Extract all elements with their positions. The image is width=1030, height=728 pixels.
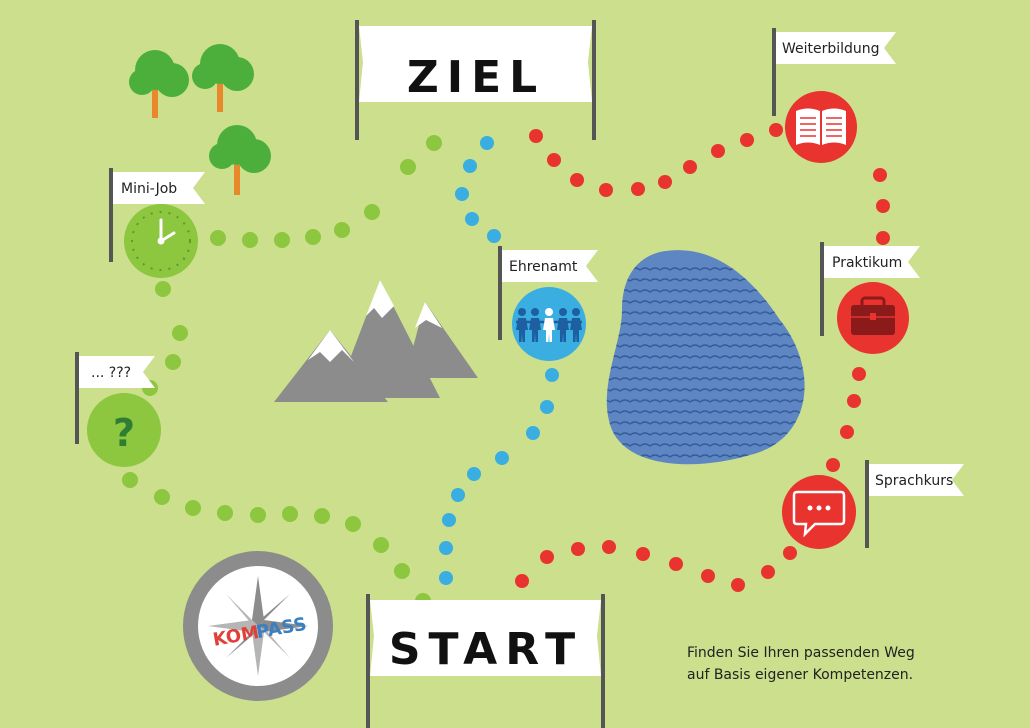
path-dot: [345, 516, 361, 532]
mountains-icon: [274, 280, 478, 402]
red-path: [500, 123, 890, 615]
path-dot: [172, 325, 188, 341]
goal-label: ZIEL: [407, 52, 545, 103]
path-dot: [636, 547, 650, 561]
flag-sprachkurs: Sprachkurs: [865, 460, 964, 548]
path-dot: [455, 187, 469, 201]
path-dot: [250, 507, 266, 523]
flag-label-unknown: ... ???: [91, 365, 131, 381]
path-dot: [529, 129, 543, 143]
path-dot: [570, 173, 584, 187]
path-dot: [467, 467, 481, 481]
path-dot: [495, 451, 509, 465]
path-dot: [669, 557, 683, 571]
path-dot: [783, 546, 797, 560]
path-dot: [480, 136, 494, 150]
goal-banner: ZIEL: [355, 20, 596, 140]
path-dot: [540, 400, 554, 414]
path-dot: [364, 204, 380, 220]
compass-logo: KOM PASS: [183, 551, 333, 701]
path-dot: [545, 368, 559, 382]
path-dot: [465, 212, 479, 226]
caption-line-2: auf Basis eigener Kompetenzen.: [687, 667, 913, 683]
people-chain-icon: [512, 287, 586, 361]
path-dot: [314, 508, 330, 524]
path-dot: [463, 159, 477, 173]
path-dot: [602, 540, 616, 554]
path-dot: [840, 425, 854, 439]
path-dot: [334, 222, 350, 238]
flag-ehrenamt: Ehrenamt: [498, 246, 598, 340]
start-label: START: [389, 624, 583, 675]
path-dot: [852, 367, 866, 381]
flag-label-praktikum: Praktikum: [832, 255, 902, 271]
path-dot: [847, 394, 861, 408]
path-dot: [394, 563, 410, 579]
path-dot: [487, 229, 501, 243]
flag-praktikum: Praktikum: [820, 242, 920, 336]
path-dot: [731, 578, 745, 592]
path-dot: [373, 537, 389, 553]
path-dot: [876, 199, 890, 213]
path-dot: [761, 565, 775, 579]
path-dot: [400, 159, 416, 175]
flag-mini-job: Mini-Job: [109, 168, 205, 262]
path-dot: [515, 574, 529, 588]
tree-icon: [209, 125, 271, 195]
question-mark: ?: [113, 411, 135, 455]
path-dot: [185, 500, 201, 516]
path-dot: [547, 153, 561, 167]
path-dot: [526, 426, 540, 440]
tree-icon: [192, 44, 254, 112]
question-icon: ?: [87, 393, 161, 467]
path-dot: [165, 354, 181, 370]
path-dot: [242, 232, 258, 248]
path-dot: [769, 123, 783, 137]
path-dot: [826, 458, 840, 472]
start-banner: START: [366, 594, 605, 728]
path-dot: [154, 489, 170, 505]
path-dot: [571, 542, 585, 556]
path-dot: [274, 232, 290, 248]
clock-icon: [124, 204, 198, 278]
flag-weiterbildung: Weiterbildung: [772, 28, 896, 116]
path-dot: [217, 505, 233, 521]
path-dot: [740, 133, 754, 147]
path-dot: [873, 168, 887, 182]
tree-icon: [129, 50, 189, 118]
flag-unknown: ... ???: [75, 352, 155, 444]
compass-rose-icon: [208, 576, 308, 676]
path-dot: [711, 144, 725, 158]
path-dot: [876, 231, 890, 245]
flag-label-ehrenamt: Ehrenamt: [509, 259, 578, 275]
path-dot: [701, 569, 715, 583]
path-dot: [540, 550, 554, 564]
path-dot: [451, 488, 465, 502]
path-dot: [210, 230, 226, 246]
briefcase-icon: [837, 282, 909, 354]
path-dot: [426, 135, 442, 151]
path-dot: [439, 571, 453, 585]
path-dot: [599, 183, 613, 197]
book-icon: [785, 91, 857, 163]
caption-line-1: Finden Sie Ihren passenden Weg: [687, 645, 915, 661]
flag-label-weiterbildung: Weiterbildung: [782, 41, 880, 57]
path-dot: [631, 182, 645, 196]
path-dot: [442, 513, 456, 527]
path-dot: [439, 541, 453, 555]
path-dot: [658, 175, 672, 189]
lake: [606, 250, 805, 465]
path-dot: [155, 281, 171, 297]
path-dot: [122, 472, 138, 488]
path-dot: [683, 160, 697, 174]
flag-label-mini-job: Mini-Job: [121, 181, 177, 197]
flag-label-sprachkurs: Sprachkurs: [875, 473, 953, 489]
path-dot: [305, 229, 321, 245]
path-dot: [282, 506, 298, 522]
chat-bubble-icon: [782, 475, 856, 549]
